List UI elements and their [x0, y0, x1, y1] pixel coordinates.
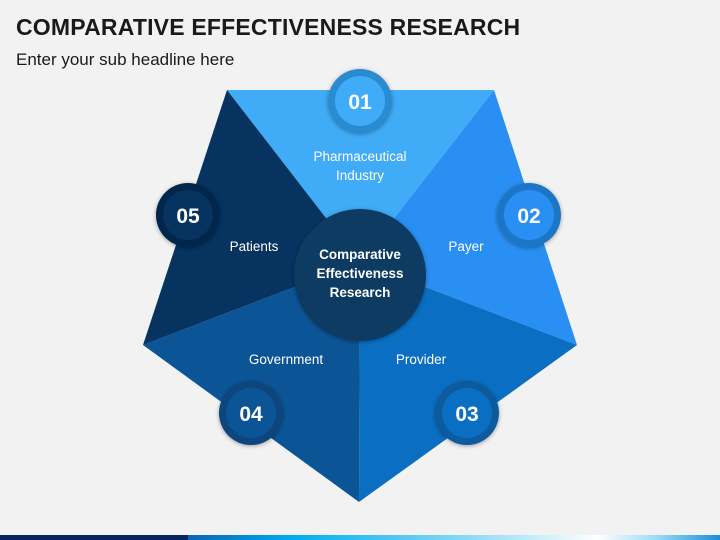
center-circle [294, 209, 426, 341]
segment-03-label: Provider [396, 352, 447, 367]
badge-05: 05 [156, 183, 220, 247]
badge-01: 01 [328, 69, 392, 133]
svg-text:04: 04 [239, 403, 263, 426]
segment-01 [227, 90, 494, 262]
svg-text:05: 05 [176, 205, 200, 228]
svg-text:02: 02 [517, 205, 540, 228]
badge-02: 02 [497, 183, 561, 247]
page-title: COMPARATIVE EFFECTIVENESS RESEARCH [16, 14, 521, 40]
svg-text:01: 01 [348, 91, 372, 114]
svg-text:03: 03 [455, 403, 478, 426]
segment-05-label: Patients [230, 239, 279, 254]
footer-bar-gradient [188, 535, 720, 540]
page-subtitle: Enter your sub headline here [16, 50, 235, 69]
badge-03: 03 [435, 381, 499, 445]
segment-02-label: Payer [448, 239, 484, 254]
badge-04: 04 [219, 381, 283, 445]
footer-bar-dark [0, 535, 188, 540]
segment-04-label: Government [249, 352, 324, 367]
